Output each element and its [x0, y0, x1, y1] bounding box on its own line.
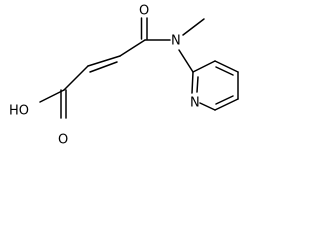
pyridine-bond-c2-c3 — [192, 60, 216, 73]
acid-c-oh-bond — [39, 89, 65, 103]
alkene-double-bond-1 — [87, 55, 121, 67]
alkene-double-bond-2 — [89, 61, 118, 73]
pyridine-bond-c6-n — [199, 102, 216, 111]
carbonyl-oxygen-top-label: O — [139, 4, 149, 19]
amide-c-alkene-bond — [119, 39, 146, 57]
n-pyridine-bond — [178, 49, 194, 73]
pyridine-bond-c3-c4-inner — [215, 66, 234, 76]
hydroxyl-label: HO — [9, 104, 29, 119]
pyridine-bond-n-c2 — [191, 71, 194, 94]
pyridine-bond-c5-c6 — [214, 98, 239, 111]
pyridine-bond-c3-c4 — [214, 60, 239, 73]
carbonyl-oxygen-bottom-label: O — [58, 133, 68, 148]
amide-nitrogen-label: N — [171, 34, 181, 49]
pyridine-bond-n-c2-inner — [196, 76, 199, 93]
pyridine-bond-c5-c6-inner — [215, 95, 234, 105]
n-methyl-bond — [182, 18, 205, 36]
alkene-acid-bond — [63, 65, 89, 91]
pyridine-nitrogen-label: N — [190, 96, 200, 111]
chemical-structure-diagram: O N HO O N — [9, 4, 239, 148]
